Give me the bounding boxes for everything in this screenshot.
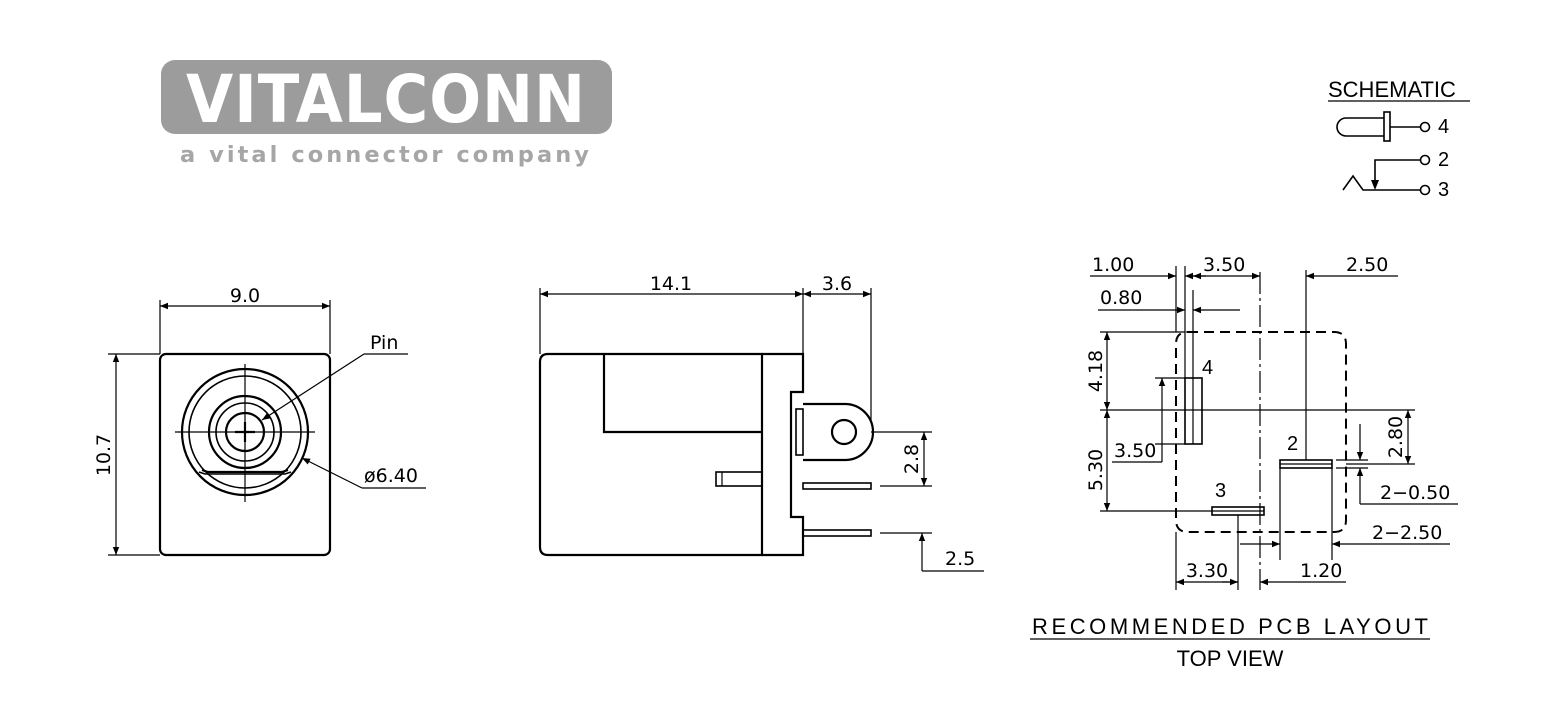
terminal-3-icon — [1419, 184, 1431, 196]
front-view: 9.0 10.7 Pin ø6.40 — [93, 285, 426, 557]
terminal-2-icon — [1419, 154, 1431, 166]
pin-offset-dim: 2.5 — [945, 548, 975, 570]
pcb-layout-subtitle: TOP VIEW — [1177, 646, 1284, 671]
pcb-dim-3-50-left: 3.50 — [1114, 440, 1156, 462]
schematic-title: SCHEMATIC — [1328, 77, 1456, 102]
pcb-dim-3-50-top: 3.50 — [1203, 254, 1245, 276]
front-body — [158, 352, 332, 557]
schematic: SCHEMATIC 4 2 3 — [1328, 77, 1470, 201]
tab-length-dim: 3.6 — [822, 273, 852, 295]
pcb-dim-2-80: 2.80 — [1385, 416, 1407, 458]
pin-label: Pin — [370, 332, 398, 354]
pin-spacing-dim: 2.8 — [901, 444, 923, 474]
pcb-pad-label-4: 4 — [1202, 357, 1213, 379]
pcb-layout: 1.00 3.50 2.50 0.80 4.18 5.30 4 3.50 2 — [1030, 254, 1458, 671]
pcb-dim-5-30: 5.30 — [1085, 449, 1107, 491]
pcb-dim-0-80: 0.80 — [1100, 287, 1142, 309]
pcb-dim-3-30: 3.30 — [1186, 560, 1228, 582]
pcb-dim-1-20: 1.20 — [1300, 560, 1342, 582]
diameter-dim: ø6.40 — [364, 465, 418, 487]
logo-background — [161, 60, 612, 134]
front-width-dim: 9.0 — [230, 285, 260, 307]
schematic-pin-3: 3 — [1438, 179, 1449, 201]
pcb-dim-2-0-50: 2−0.50 — [1380, 482, 1450, 504]
plug-symbol — [1336, 117, 1384, 137]
side-view: 14.1 3.6 2.8 2.5 — [538, 273, 984, 572]
pcb-pad-label-2: 2 — [1287, 433, 1298, 455]
logo-tagline: a vital connector company — [180, 143, 592, 168]
pcb-dim-4-18: 4.18 — [1085, 350, 1107, 392]
body-length-dim: 14.1 — [650, 273, 692, 295]
terminal-4-icon — [1419, 121, 1431, 133]
pcb-dim-2-2-50: 2−2.50 — [1372, 522, 1442, 544]
schematic-pin-2: 2 — [1438, 149, 1449, 171]
pcb-layout-title: RECOMMENDED PCB LAYOUT — [1032, 614, 1428, 639]
logo-brand: VITALCONN — [186, 61, 586, 138]
schematic-pin-4: 4 — [1438, 116, 1449, 138]
pcb-dim-1-00: 1.00 — [1092, 254, 1134, 276]
pcb-dim-2-50-top: 2.50 — [1346, 254, 1388, 276]
front-height-dim: 10.7 — [93, 434, 115, 476]
logo: VITALCONN a vital connector company — [161, 60, 612, 168]
side-body — [538, 352, 764, 557]
pcb-outline — [1175, 331, 1347, 533]
pcb-pad-label-3: 3 — [1215, 480, 1226, 502]
